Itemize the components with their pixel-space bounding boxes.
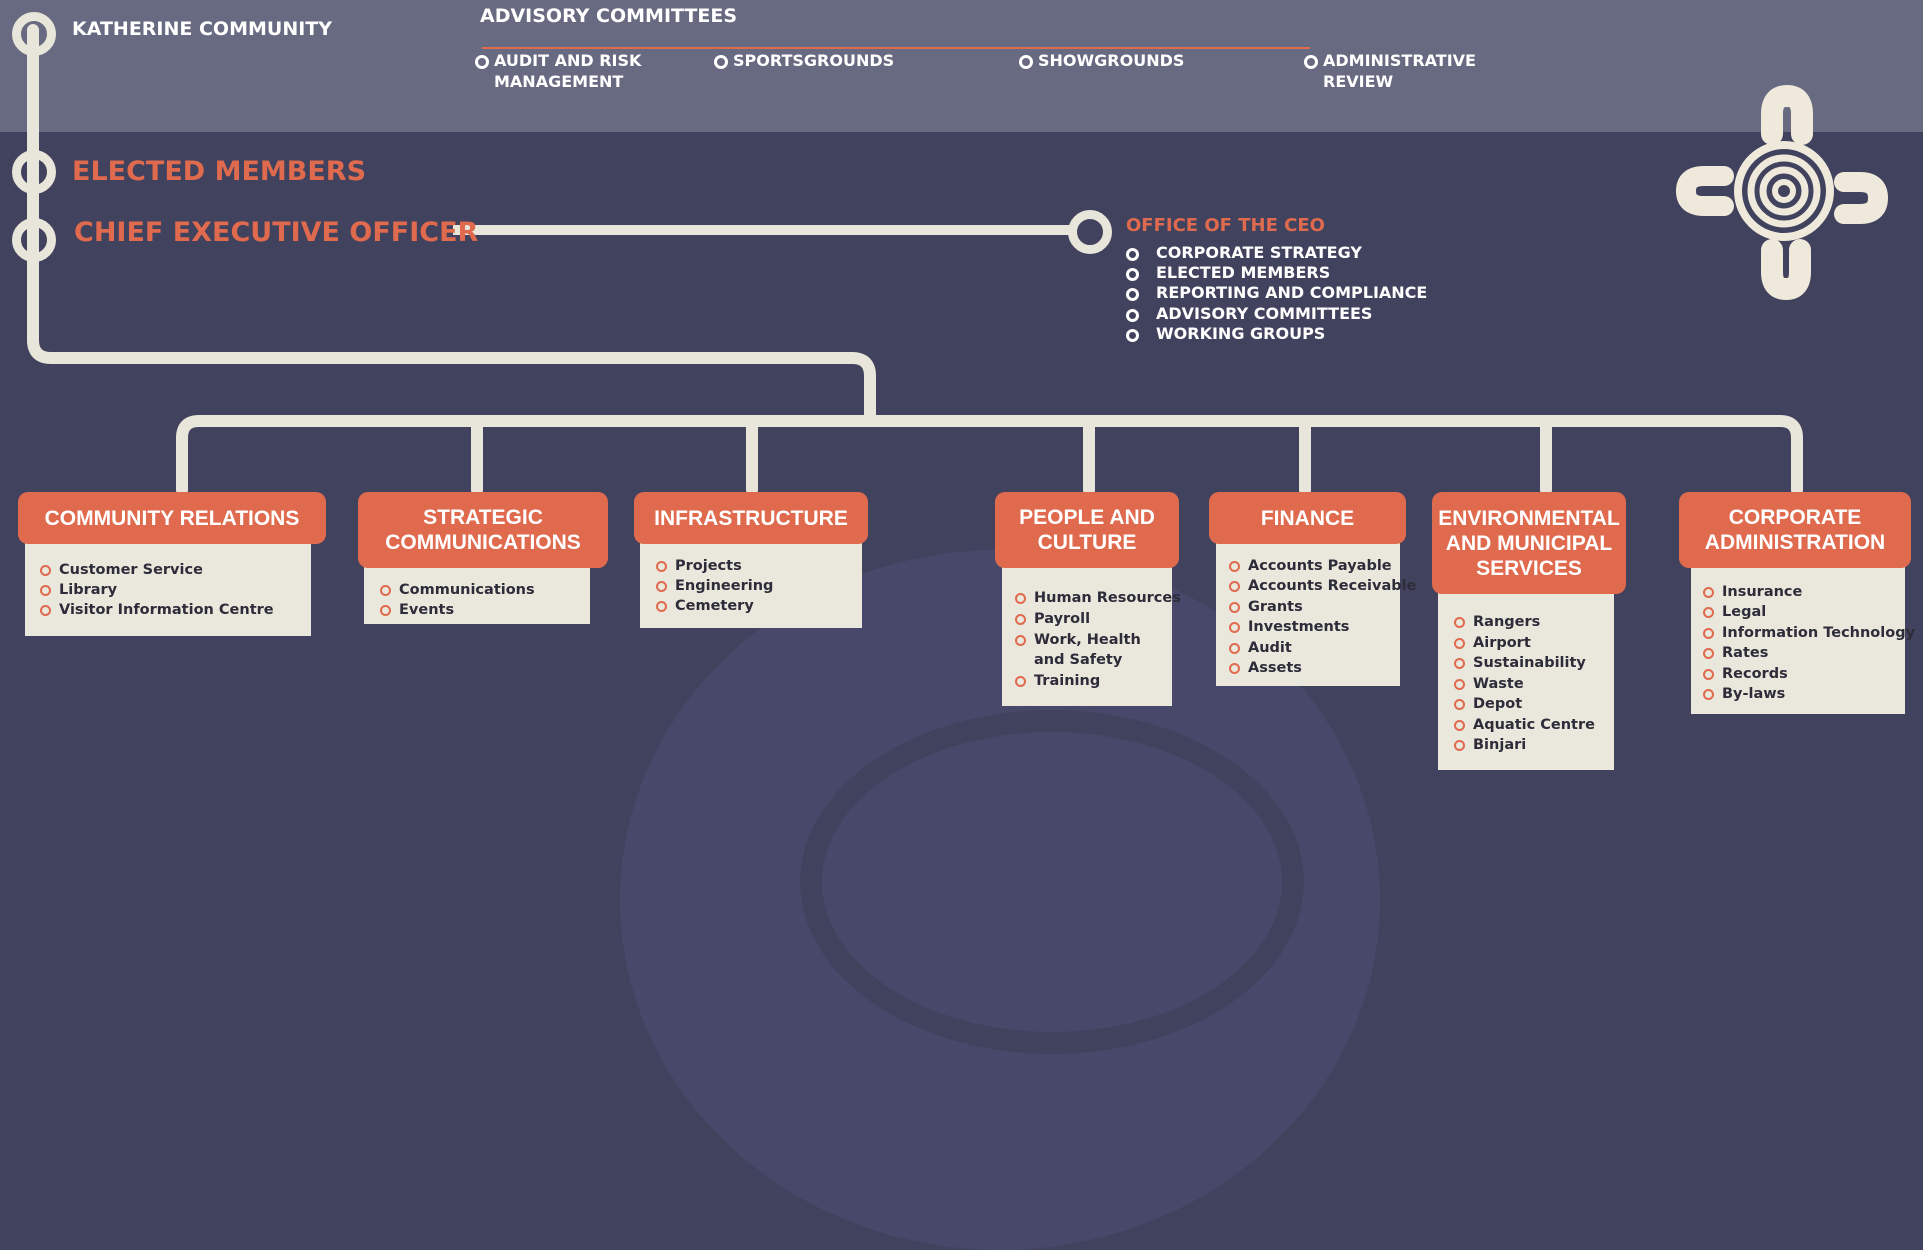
dept-title: STRATEGIC COMMUNICATIONS (358, 492, 608, 568)
katherine-community-label: KATHERINE COMMUNITY (72, 18, 333, 40)
ceo-node (12, 218, 56, 262)
bullet-icon (1126, 268, 1139, 281)
bullet-icon (1126, 288, 1139, 301)
top-band (0, 0, 1923, 132)
advisory-item-sportsgrounds: SPORTSGROUNDS (733, 51, 895, 70)
office-of-ceo-title: OFFICE OF THE CEO (1126, 215, 1325, 236)
dept-title: COMMUNITY RELATIONS (18, 492, 326, 544)
ceo-title: CHIEF EXECUTIVE OFFICER (74, 217, 479, 248)
advisory-bullet (1304, 55, 1318, 69)
dept-title: INFRASTRUCTURE (634, 492, 868, 544)
elected-members-node (12, 150, 56, 194)
dept-title: PEOPLE AND CULTURE (995, 492, 1179, 568)
advisory-bullet (714, 55, 728, 69)
office-of-ceo-node (1068, 210, 1112, 254)
advisory-bullet (475, 55, 489, 69)
dept-title: ENVIRONMENTAL AND MUNICIPAL SERVICES (1432, 492, 1626, 594)
dept-title: CORPORATE ADMINISTRATION (1679, 492, 1911, 568)
advisory-bullet (1019, 55, 1033, 69)
advisory-item-showgrounds: SHOWGROUNDS (1038, 51, 1185, 70)
bullet-icon (1126, 248, 1139, 261)
dept-title: FINANCE (1209, 492, 1406, 544)
aboriginal-symbol-icon (1675, 84, 1889, 301)
bullet-icon (1126, 309, 1139, 322)
katherine-community-node (12, 12, 56, 56)
bullet-icon (1126, 329, 1139, 342)
advisory-committees-title: ADVISORY COMMITTEES (480, 5, 738, 27)
org-connector-lines (27, 24, 1803, 496)
elected-members-title: ELECTED MEMBERS (72, 156, 367, 187)
